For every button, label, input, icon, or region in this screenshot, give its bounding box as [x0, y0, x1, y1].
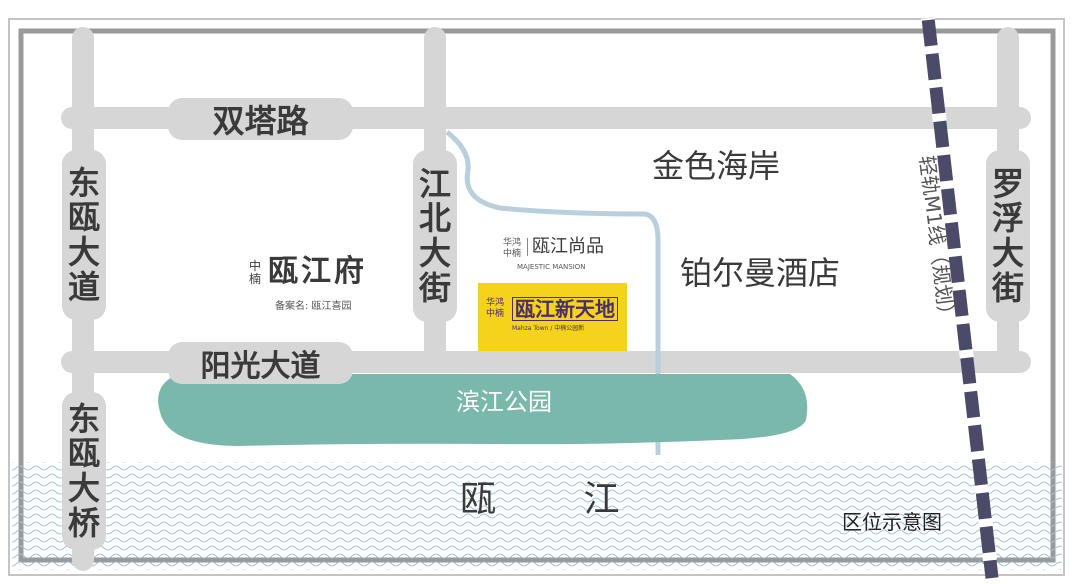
- road-label-shuangta: 双塔路: [168, 98, 353, 140]
- luofu-text: 罗浮大街: [991, 164, 1024, 307]
- place-river: 瓯 江: [460, 479, 658, 520]
- place-golden-coast: 金色海岸: [652, 147, 781, 185]
- map-caption: 区位示意图: [842, 510, 942, 534]
- project-shangpin-prefix: 华鸿 中楠: [503, 238, 522, 259]
- dongou-avenue-text: 东瓯大道: [67, 163, 100, 306]
- project-oujiangfu-prefix: 中楠: [249, 259, 262, 287]
- road-label-dongou-bridge: 东瓯大桥: [62, 392, 106, 550]
- place-hotel: 铂尔曼酒店: [680, 254, 841, 292]
- dongou-bridge-text: 东瓯大桥: [67, 399, 100, 542]
- canal: [445, 130, 661, 455]
- metro-line: [921, 17, 999, 579]
- park-area: [158, 374, 808, 446]
- river-water: [12, 462, 1062, 570]
- project-xintiandi-prefix: 华鸿 中楠: [486, 298, 505, 319]
- project-xintiandi-box: [478, 283, 627, 351]
- outer-frame: [8, 18, 1065, 576]
- project-oujiangfu-sub: 备案名: 瓯江喜园: [275, 301, 352, 312]
- road-label-jiangbei: 江北大街: [413, 150, 457, 322]
- project-shangpin-en: MAJESTIC MANSION: [517, 263, 586, 271]
- road-label-yangguang: 阳光大道: [168, 342, 353, 384]
- project-shangpin-name: 瓯江尚品: [527, 238, 604, 256]
- road-label-luofu: 罗浮大街: [986, 150, 1030, 322]
- road-label-dongou-avenue: 东瓯大道: [62, 150, 106, 320]
- place-park: 滨江公园: [456, 388, 552, 416]
- jiangbei-text: 江北大街: [418, 164, 451, 307]
- project-xintiandi-en: Mahza Town / 中楠公园新: [512, 325, 585, 332]
- project-xintiandi-name: 瓯江新天地: [512, 297, 618, 321]
- project-oujiangfu-name: 瓯江府: [268, 254, 367, 289]
